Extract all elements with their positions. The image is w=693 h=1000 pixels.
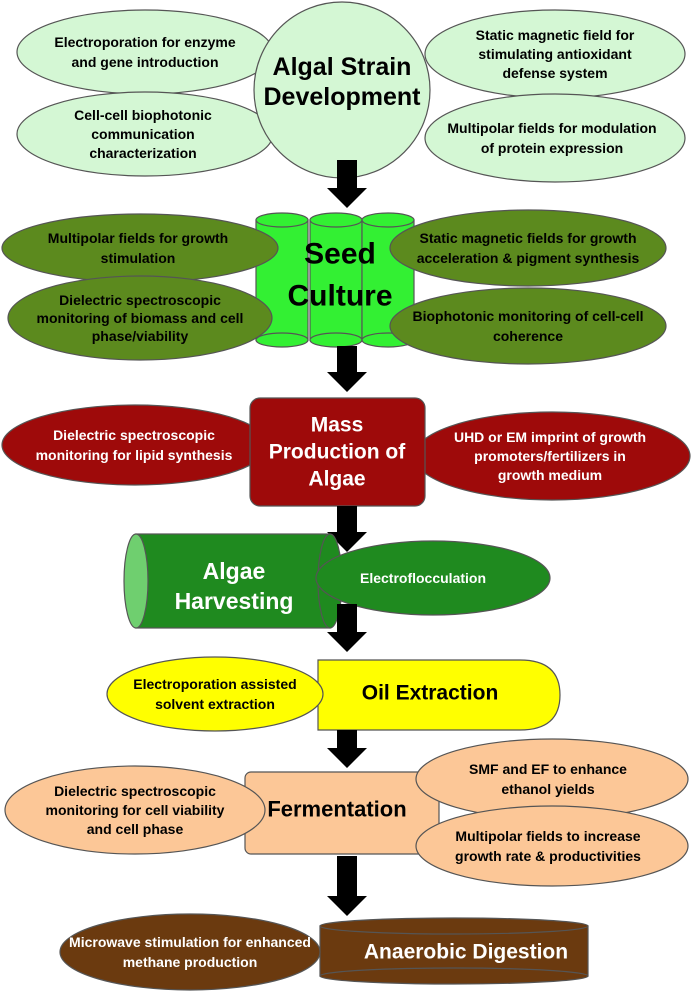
stage-title: Production of: [269, 441, 406, 464]
note-text: stimulation: [101, 250, 176, 266]
note-text: ethanol yields: [501, 781, 595, 797]
note-text: promoters/fertilizers in: [474, 448, 626, 464]
note-text: Static magnetic fields for growth: [419, 230, 636, 246]
note-text: Multipolar fields to increase: [455, 828, 640, 844]
note-ellipse: [415, 805, 689, 887]
stage-title: Algae: [203, 558, 266, 584]
culture-cylinder-top: [255, 212, 309, 228]
stage-title: Oil Extraction: [362, 682, 499, 705]
note-text: growth rate & productivities: [455, 848, 641, 864]
stage-title: Harvesting: [175, 588, 294, 614]
note-ellipse: [315, 540, 551, 616]
note-text: and cell phase: [87, 821, 184, 837]
note-text: Multipolar fields for growth: [48, 230, 228, 246]
flow-arrow: [327, 856, 367, 916]
note-text: Static magnetic field for: [476, 27, 635, 43]
note-text: Electroflocculation: [360, 570, 486, 586]
note-text: communication: [91, 126, 194, 142]
note-text: monitoring for cell viability: [46, 802, 225, 818]
note-text: Multipolar fields for modulation: [447, 120, 656, 136]
note-text: monitoring of biomass and cell: [37, 310, 244, 326]
flow-arrow: [327, 604, 367, 652]
note-ellipse: [389, 287, 667, 365]
note-text: Dielectric spectroscopic: [53, 427, 215, 443]
stage-title: Fermentation: [267, 797, 406, 822]
note-text: Electroporation assisted: [133, 676, 296, 692]
culture-cylinder-base: [255, 332, 309, 348]
flow-arrow: [327, 506, 367, 552]
note-ellipse: [7, 275, 273, 361]
culture-cylinder-base: [309, 332, 363, 348]
stage-title: Development: [264, 83, 422, 111]
note-text: Microwave stimulation for enhanced: [69, 934, 311, 950]
note-text: characterization: [89, 145, 196, 161]
note-text: Biophotonic monitoring of cell-cell: [413, 308, 644, 324]
note-ellipse: [389, 209, 667, 287]
note-text: of protein expression: [481, 140, 623, 156]
note-text: monitoring for lipid synthesis: [36, 447, 233, 463]
note-text: Dielectric spectroscopic: [54, 783, 216, 799]
note-text: defense system: [502, 65, 607, 81]
harvest-cylinder: [135, 533, 331, 629]
note-ellipse: [16, 9, 274, 95]
flow-arrow: [327, 160, 367, 208]
note-text: UHD or EM imprint of growth: [454, 429, 646, 445]
culture-cylinder-top: [309, 212, 363, 228]
note-text: Electroporation for enzyme: [54, 34, 235, 50]
stage-title: Algal Strain: [273, 53, 412, 81]
note-text: growth medium: [498, 467, 602, 483]
note-ellipse: [1, 404, 269, 486]
note-text: methane production: [123, 954, 258, 970]
note-ellipse: [424, 93, 686, 183]
note-ellipse: [59, 913, 321, 991]
flow-arrow: [327, 730, 367, 768]
note-ellipse: [1, 213, 279, 283]
harvest-cylinder-cap: [123, 533, 149, 629]
note-text: solvent extraction: [155, 696, 275, 712]
flow-arrow: [327, 346, 367, 392]
culture-cylinder-top: [361, 212, 415, 228]
stage-title: Seed: [304, 238, 376, 271]
digestion-tank-base: [319, 967, 589, 985]
note-ellipse: [4, 765, 266, 855]
note-text: Cell-cell biophotonic: [74, 107, 212, 123]
note-text: stimulating antioxidant: [478, 46, 632, 62]
note-text: SMF and EF to enhance: [469, 761, 627, 777]
stage-title: Culture: [288, 280, 393, 313]
digestion-tank-top: [319, 917, 589, 935]
note-text: phase/viability: [92, 328, 189, 344]
stage-title: Mass: [311, 414, 364, 437]
note-text: acceleration & pigment synthesis: [417, 250, 640, 266]
note-text: Dielectric spectroscopic: [59, 292, 221, 308]
stage-box: [317, 659, 561, 731]
stage-title: Anaerobic Digestion: [364, 941, 568, 964]
note-text: and gene introduction: [72, 54, 219, 70]
note-ellipse: [106, 656, 324, 732]
stage-title: Algae: [308, 468, 365, 491]
culture-cylinder: [309, 219, 363, 341]
note-text: coherence: [493, 328, 563, 344]
